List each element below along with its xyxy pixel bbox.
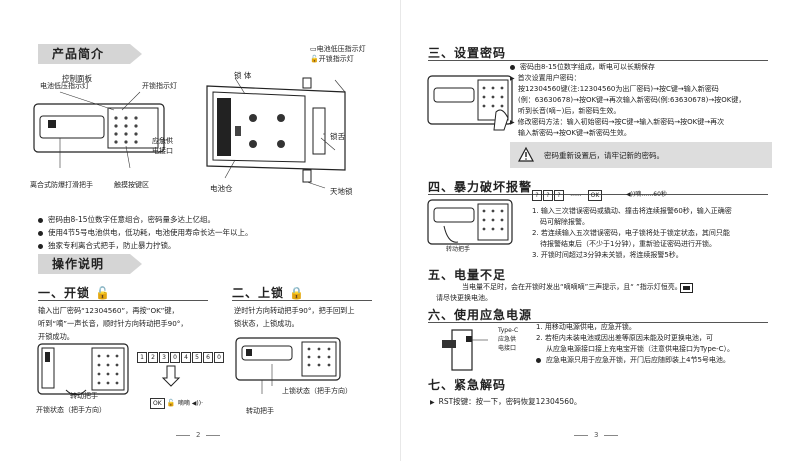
alarm-key-box: ? — [532, 190, 542, 201]
digit-box: 4 — [181, 352, 191, 363]
label-lock-tongue: 锁舌 — [330, 132, 345, 141]
digit-box: 6 — [203, 352, 213, 363]
s3-line-5: 听到长音(嘀~)后，新密码生效。 — [518, 107, 621, 115]
unlock-icon: 🔓 — [95, 286, 112, 300]
s3-line-1: 密码由8-15位数字组成，断电可以长期保存 — [510, 62, 655, 73]
s5-line-2: 请尽快更换电池。 — [436, 294, 492, 302]
digit-box: 0 — [214, 352, 224, 363]
ops-tag: 操作说明 — [38, 254, 142, 274]
alarm-keys: ???...... OK — [532, 190, 603, 201]
s2-state-caption: 上锁状态（把手方向） — [282, 387, 352, 395]
label-unlock-led: 开锁指示灯 — [142, 82, 177, 90]
s2-title: 二、上锁 🔒 — [232, 286, 306, 300]
alarm-key-box: ? — [543, 190, 553, 201]
s3-line-3: 按12304560键(注:12304560为出厂密码)→按C键→输入新密码 — [518, 85, 719, 93]
control-panel-diagram — [33, 91, 170, 169]
unlock-icon: 🔓 — [166, 399, 176, 407]
alarm-key-box: ? — [554, 190, 564, 201]
digit-box: 1 — [137, 352, 147, 363]
s3-line-7: 输入新密码→按OK键→新密码生效。 — [518, 129, 631, 137]
alarm-diagram — [427, 199, 513, 245]
s4-line-5: 3. 开锁时间超过3分钟未关锁，将连续报警5秒。 — [532, 251, 683, 259]
intro-tag: 产品简介 — [38, 44, 142, 64]
s4-line-4: 待报警结束后（不少于1分钟），重新验证密码进行开锁。 — [540, 240, 716, 248]
s6-line-4: 应急电源只用于应急开锁，开门后应随即装上4节5号电池。 — [536, 355, 730, 366]
s4-line-3: 2. 若连续输入五次错误密码，电子锁将处于锁定状态，其间只能 — [532, 229, 730, 237]
s3-line-4: (例：63630678)→按OK键→再次输入新密码(例:63630678)→按O… — [518, 96, 746, 104]
s6-line-2: 2. 若柜内未装电池或因出差等原因未能及时更换电池，可 — [536, 334, 713, 342]
s6-label-1: Type-C — [498, 327, 519, 334]
s1-title: 一、开锁 🔓 — [38, 286, 112, 300]
unlock-icon: 🔓 — [310, 55, 319, 63]
label-clutch: 离合式防爆打滑把手 — [30, 181, 93, 189]
label-touch: 触摸按键区 — [114, 181, 149, 189]
s6-label-2: 应急供 — [498, 336, 517, 343]
arrow-down — [161, 365, 181, 387]
s2-line-2: 锁状态，上锁成功。 — [234, 319, 299, 328]
s6-line-3: 从应急电源接口接上充电宝开锁（注意供电接口为Type-C）。 — [546, 345, 734, 353]
emergency-diagram — [442, 329, 488, 371]
s2-turn-caption: 转动把手 — [246, 407, 274, 415]
right-page: 三、设置密码 密码由8-15位数字组成，断电可以长期保存 ▶首次设置用户密码： … — [400, 0, 800, 461]
warning-icon — [517, 146, 535, 162]
battery-icon — [680, 283, 693, 293]
alarm-key-box: ...... — [570, 191, 582, 198]
legend-unlock: 🔓开锁指示灯 — [310, 55, 354, 63]
s6-label-3: 电接口 — [498, 345, 517, 352]
left-page: 产品简介 ▭电池低压指示灯 🔓开锁指示灯 控制面板 锁 体 电池低压指示灯 开锁… — [0, 0, 401, 461]
s3-line-2: ▶首次设置用户密码： — [510, 74, 581, 82]
s1-line-1: 输入出厂密码“12304560”，再按“OK”键， — [38, 306, 179, 315]
s1-state-caption: 开锁状态（把手方向） — [36, 406, 106, 414]
s1-line-2: 听到“嘀”一声长音，顺时针方向转动把手90°， — [38, 319, 188, 328]
digit-box: 0 — [170, 352, 180, 363]
lock-diagram — [235, 337, 341, 394]
beep-text: 嘀嘀 ◀))· — [177, 400, 203, 407]
set-password-diagram — [427, 75, 513, 131]
legend-battery: ▭电池低压指示灯 — [310, 45, 366, 53]
feature-2: 使用4节5号电池供电，低功耗，电池使用寿命长达一年以上。 — [38, 227, 253, 239]
warning-banner: 密码重新设置后，请牢记新的密码。 — [510, 142, 772, 168]
s6-line-1: 1. 用移动电源供电，应急开锁。 — [536, 323, 636, 331]
lock-icon: 🔒 — [289, 286, 306, 300]
s5-title: 五、电量不足 — [428, 268, 507, 282]
warning-text: 密码重新设置后，请牢记新的密码。 — [544, 151, 664, 160]
s2-line-1: 逆时针方向转动把手90°，把手回到上 — [234, 306, 355, 315]
s1-line-3: 开锁成功。 — [38, 332, 74, 341]
feature-3: 独家专利离合式把手，防止暴力拧锁。 — [38, 240, 176, 252]
label-emergency-2: 电接口 — [152, 147, 173, 155]
feature-1: 密码由8-15位数字任意组合，密码量多达上亿组。 — [38, 214, 215, 226]
label-bolt: 天地锁 — [330, 187, 353, 196]
control-panel-label: 控制面板 — [62, 74, 92, 83]
battery-icon: ▭ — [310, 45, 317, 53]
s3-title: 三、设置密码 — [428, 46, 507, 60]
digit-box: 5 — [192, 352, 202, 363]
label-battery-box: 电池仓 — [210, 184, 233, 193]
s3-line-6: ▶修改密码方法：输入初始密码→按C键→输入新密码→按OK键→再次 — [510, 118, 725, 126]
s4-line-2: 码可解除报警。 — [540, 218, 589, 226]
digit-box: 2 — [148, 352, 158, 363]
alarm-key-box: OK — [588, 190, 602, 201]
lock-body-diagram — [206, 77, 346, 189]
label-battery-led: 电池低压指示灯 — [40, 82, 89, 90]
ok-key-row: OK 🔓 嘀嘀 ◀))· — [150, 398, 203, 409]
page-number-left: 2 — [170, 431, 226, 439]
s1-turn-caption: 转动把手 — [70, 392, 98, 400]
s5-line-1: 当电量不足时，会在开锁时发出“嘀嘀嘀”三声提示，且“ ”指示灯恒亮。 — [462, 283, 682, 291]
page-number-right: 3 — [568, 431, 624, 439]
unlock-diagram — [37, 343, 129, 396]
s4-caption: 转动把手 — [446, 246, 471, 253]
digit-box: 3 — [159, 352, 169, 363]
label-emergency-1: 应急供 — [152, 137, 173, 145]
s7-title: 七、紧急解码 — [428, 378, 507, 392]
alarm-sound: ◀))嘀……60秒 — [626, 191, 667, 198]
s6-title: 六、使用应急电源 — [428, 308, 533, 322]
ok-key: OK — [150, 398, 165, 409]
s4-title: 四、暴力破坏报警 — [428, 180, 533, 194]
s4-line-1: 1. 输入三次错误密码或撬动、撞击将连续报警60秒，输入正确密 — [532, 207, 732, 215]
s7-line: ▶RST按键：按一下，密码恢复12304560。 — [430, 397, 582, 406]
lock-body-label: 锁 体 — [234, 71, 252, 80]
